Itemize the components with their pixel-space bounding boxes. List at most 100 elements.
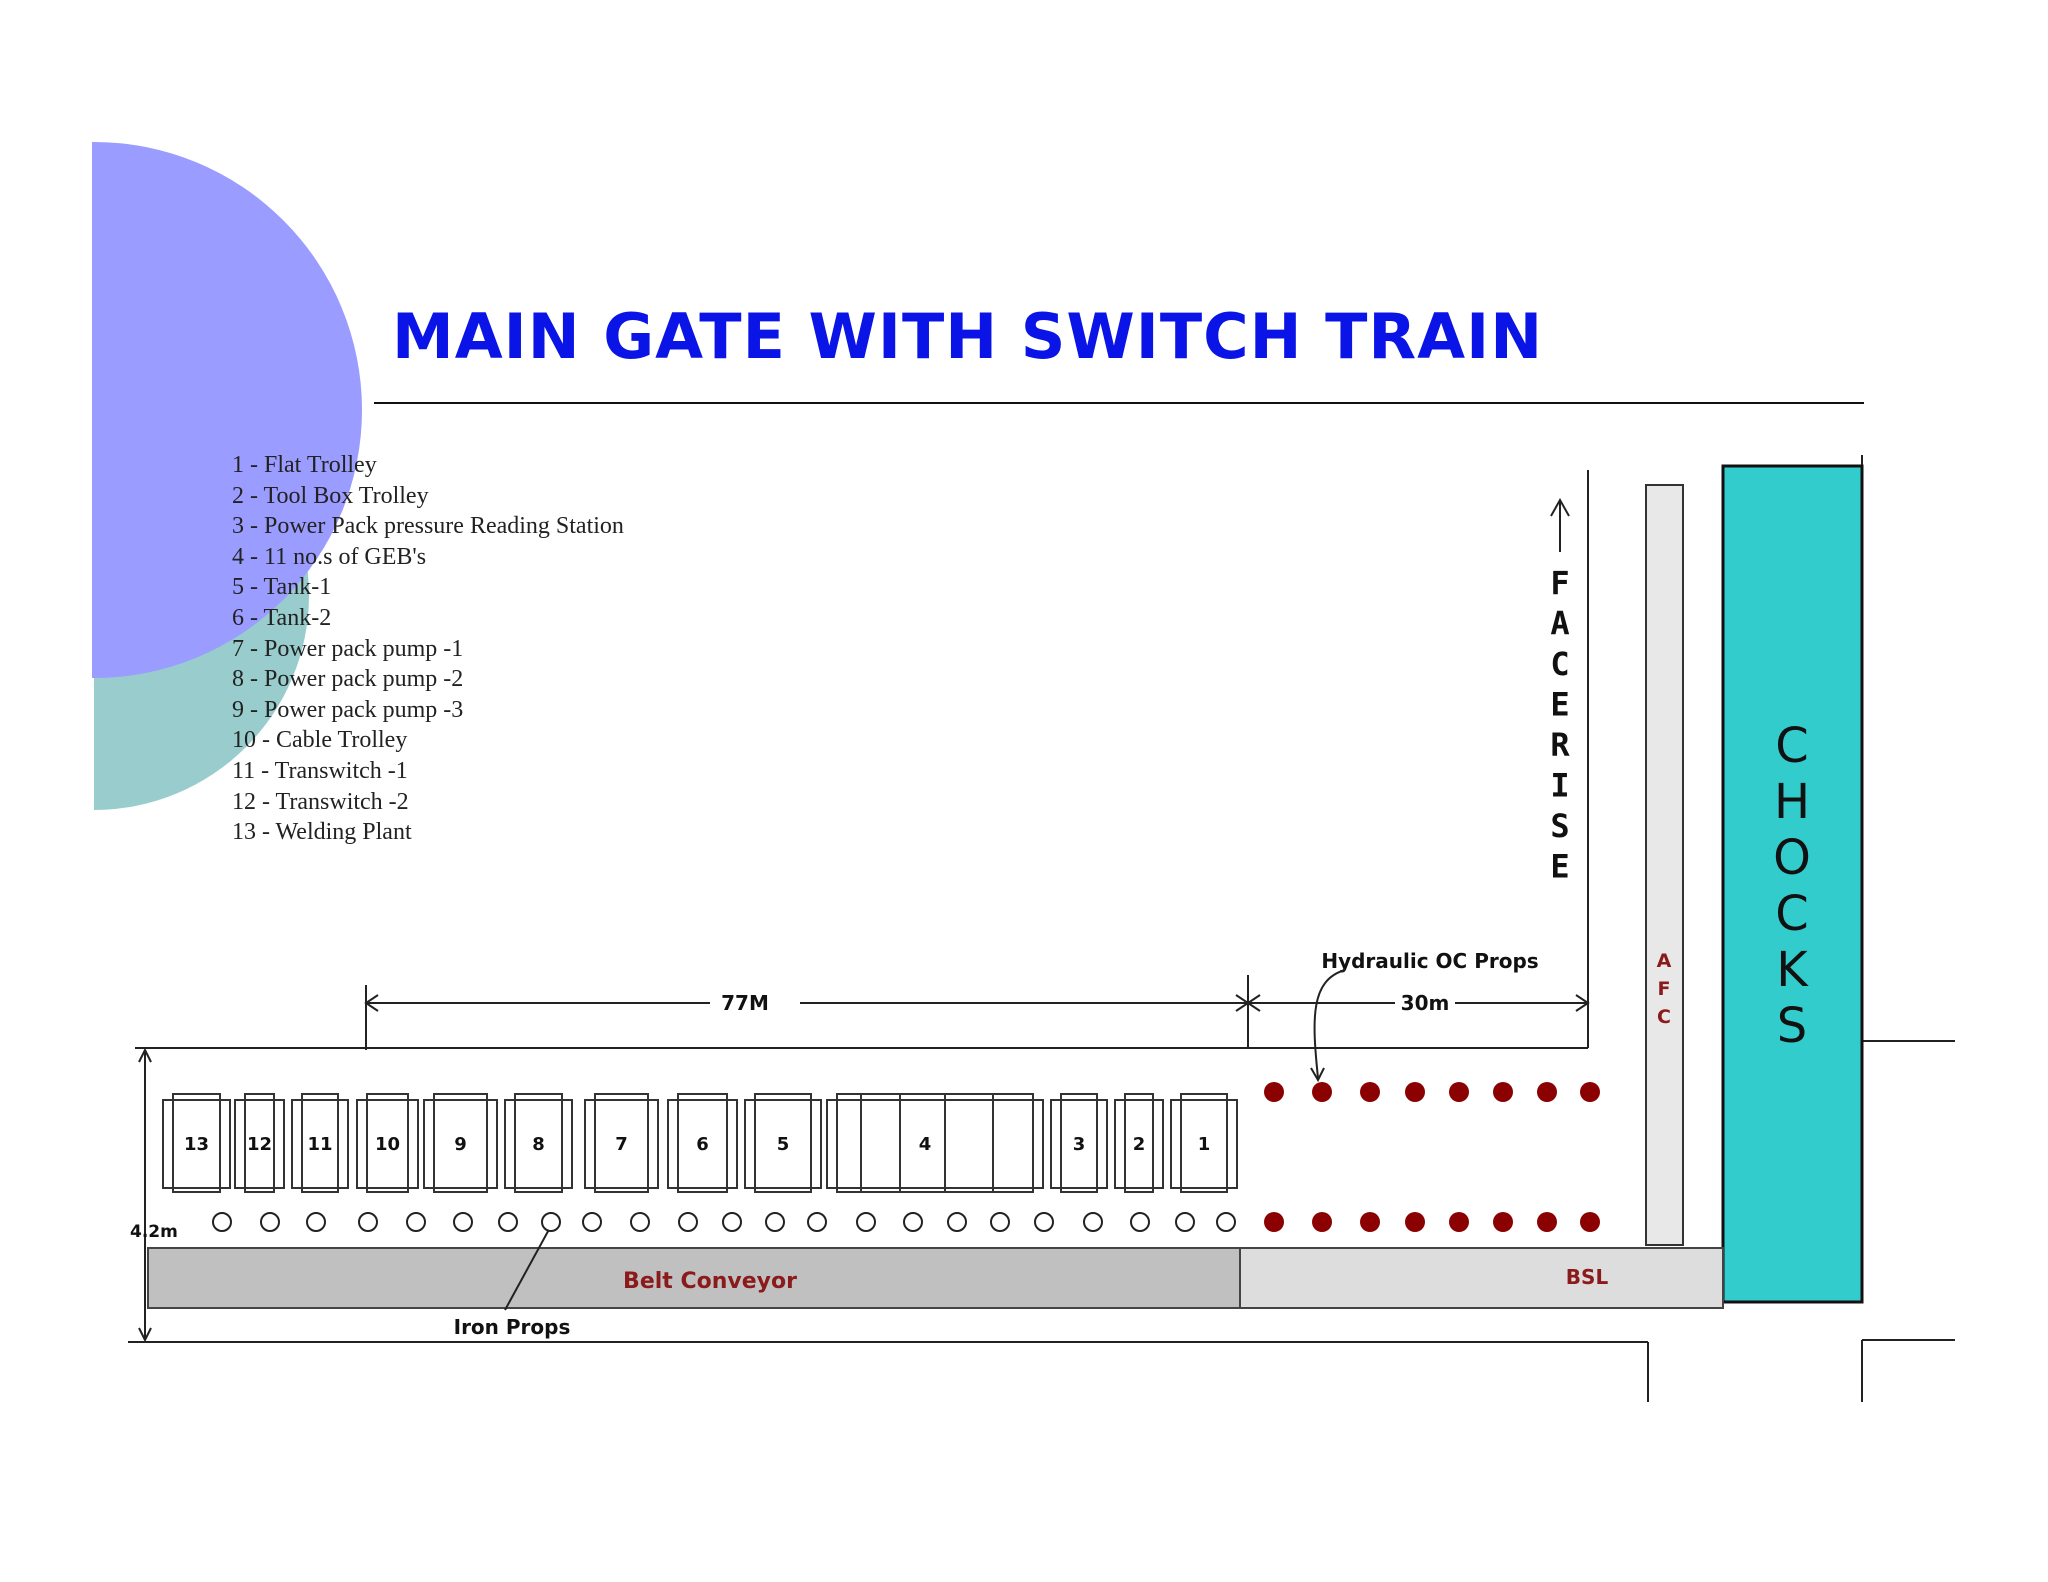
iron-prop xyxy=(765,1212,785,1232)
iron-prop xyxy=(678,1212,698,1232)
iron-prop xyxy=(212,1212,232,1232)
dim-30-arrow-left xyxy=(1246,994,1261,1012)
dim-77-label: 77M xyxy=(721,991,769,1015)
iron-prop xyxy=(453,1212,473,1232)
legend-item: 9 - Power pack pump -3 xyxy=(232,696,464,723)
dim-30-arrow-right xyxy=(1575,994,1590,1012)
iron-prop xyxy=(1130,1212,1150,1232)
train-unit-label: 6 xyxy=(696,1134,709,1155)
train-unit-label: 5 xyxy=(777,1134,790,1155)
vertical-letter: A xyxy=(1657,950,1672,972)
train-unit-outer xyxy=(234,1099,285,1189)
legend-item: 12 - Transwitch -2 xyxy=(232,788,409,815)
legend-list: 1 - Flat Trolley 2 - Tool Box Trolley 3 … xyxy=(232,450,624,848)
title-rule xyxy=(374,402,1864,404)
height-dim-arrow-down xyxy=(138,1327,152,1343)
iron-props-pointer xyxy=(504,1223,553,1311)
vertical-letter: K xyxy=(1776,942,1809,998)
hydraulic-prop-bottom xyxy=(1449,1212,1469,1232)
vertical-letter: C xyxy=(1775,718,1809,774)
hydraulic-pointer xyxy=(1313,969,1346,1079)
legend-item: 13 - Welding Plant xyxy=(232,819,412,846)
iron-prop xyxy=(582,1212,602,1232)
train-unit-label: 3 xyxy=(1073,1134,1086,1155)
chocks-block xyxy=(1721,464,1864,1304)
train-unit-inner xyxy=(1060,1093,1098,1193)
hydraulic-props-label: Hydraulic OC Props xyxy=(1321,949,1538,973)
vertical-letter: S xyxy=(1550,807,1569,845)
iron-prop xyxy=(722,1212,742,1232)
iron-prop xyxy=(1175,1212,1195,1232)
train-unit-inner xyxy=(1180,1093,1228,1193)
train-unit-label: 4 xyxy=(919,1134,932,1155)
vertical-letter: C xyxy=(1775,886,1809,942)
iron-prop xyxy=(498,1212,518,1232)
legend-item: 11 - Transwitch -1 xyxy=(232,757,408,784)
hydraulic-prop-bottom xyxy=(1312,1212,1332,1232)
train-unit-outer xyxy=(1170,1099,1238,1189)
legend-item: 1 - Flat Trolley xyxy=(232,452,377,478)
slide-title: MAIN GATE WITH SWITCH TRAIN xyxy=(392,300,1544,373)
vertical-letter: I xyxy=(1550,767,1569,805)
legend-item: 4 - 11 no.s of GEB's xyxy=(232,543,427,570)
iron-prop xyxy=(541,1212,561,1232)
train-unit-inner xyxy=(594,1093,649,1193)
hydraulic-props xyxy=(1264,1082,1600,1232)
hydraulic-prop-bottom xyxy=(1580,1212,1600,1232)
train-unit-label: 12 xyxy=(247,1134,272,1155)
bsl-conveyor xyxy=(1239,1247,1724,1309)
vertical-letter: O xyxy=(1773,830,1811,886)
iron-prop xyxy=(260,1212,280,1232)
face-rise-arrow-head xyxy=(1550,497,1570,517)
train-unit-outer xyxy=(744,1099,822,1189)
vertical-letter: R xyxy=(1550,726,1570,764)
hydraulic-prop-top xyxy=(1493,1082,1513,1102)
afc-bar xyxy=(1645,484,1684,1246)
height-dim-arrow-up xyxy=(138,1047,152,1063)
iron-prop xyxy=(358,1212,378,1232)
legend-item: 7 - Power pack pump -1 xyxy=(232,635,464,662)
legend-item: 3 - Power Pack pressure Reading Station xyxy=(232,513,624,540)
hydraulic-prop-bottom xyxy=(1360,1212,1380,1232)
iron-prop xyxy=(990,1212,1010,1232)
train-unit-label: 1 xyxy=(1198,1134,1211,1155)
train-unit-inner xyxy=(244,1093,275,1193)
train-unit-inner xyxy=(172,1093,221,1193)
hydraulic-prop-top xyxy=(1580,1082,1600,1102)
hydraulic-prop-top xyxy=(1360,1082,1380,1102)
hydraulic-pointer-head xyxy=(1310,1067,1325,1083)
train-unit-label: 7 xyxy=(615,1134,628,1155)
iron-props-row xyxy=(212,1212,1236,1232)
hydraulic-prop-bottom xyxy=(1264,1212,1284,1232)
iron-prop xyxy=(947,1212,967,1232)
train-unit-label: 10 xyxy=(375,1134,400,1155)
vertical-letter: C xyxy=(1550,645,1569,683)
train-unit-outer xyxy=(1050,1099,1108,1189)
vertical-letter: E xyxy=(1550,848,1569,886)
vertical-letter: E xyxy=(1550,686,1569,724)
iron-prop xyxy=(406,1212,426,1232)
hydraulic-prop-bottom xyxy=(1493,1212,1513,1232)
vertical-letter: S xyxy=(1777,998,1807,1054)
train-unit-outer xyxy=(667,1099,738,1189)
train-unit-label: 11 xyxy=(307,1134,332,1155)
iron-prop xyxy=(1216,1212,1236,1232)
dim-77-arrow-left xyxy=(364,994,379,1012)
iron-prop xyxy=(1034,1212,1054,1232)
train-unit-inner xyxy=(514,1093,563,1193)
hydraulic-prop-top xyxy=(1449,1082,1469,1102)
iron-prop xyxy=(807,1212,827,1232)
train-unit-inner xyxy=(754,1093,812,1193)
bsl-label: BSL xyxy=(1566,1265,1609,1289)
slide-left-margin-top xyxy=(0,0,92,1582)
iron-props-label: Iron Props xyxy=(454,1315,571,1339)
train-unit-inner xyxy=(433,1093,488,1193)
belt-conveyor-label: Belt Conveyor xyxy=(623,1269,797,1294)
iron-prop xyxy=(903,1212,923,1232)
legend-item: 10 - Cable Trolley xyxy=(232,727,408,754)
train-unit-inner xyxy=(677,1093,728,1193)
hydraulic-prop-bottom xyxy=(1537,1212,1557,1232)
hydraulic-prop-bottom xyxy=(1405,1212,1425,1232)
